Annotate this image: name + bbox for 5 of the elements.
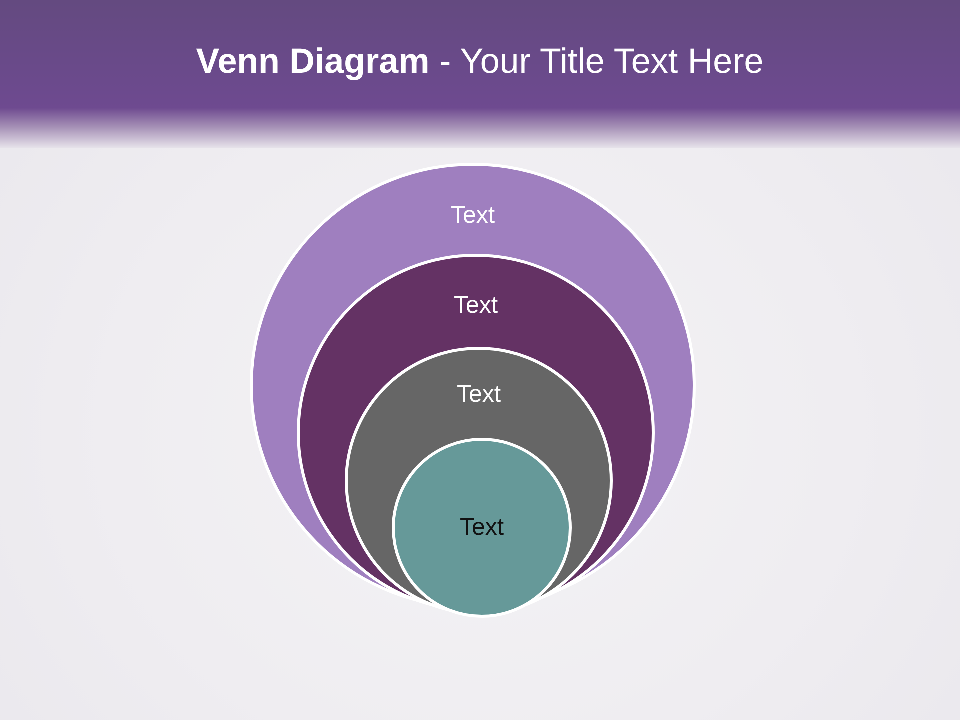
circle-label: Text	[454, 292, 498, 319]
circle-label: Text	[456, 381, 501, 408]
circle-label: Text	[460, 514, 504, 541]
title-text: Venn Diagram - Your Title Text Here	[196, 42, 764, 81]
circle-label: Text	[450, 202, 495, 229]
